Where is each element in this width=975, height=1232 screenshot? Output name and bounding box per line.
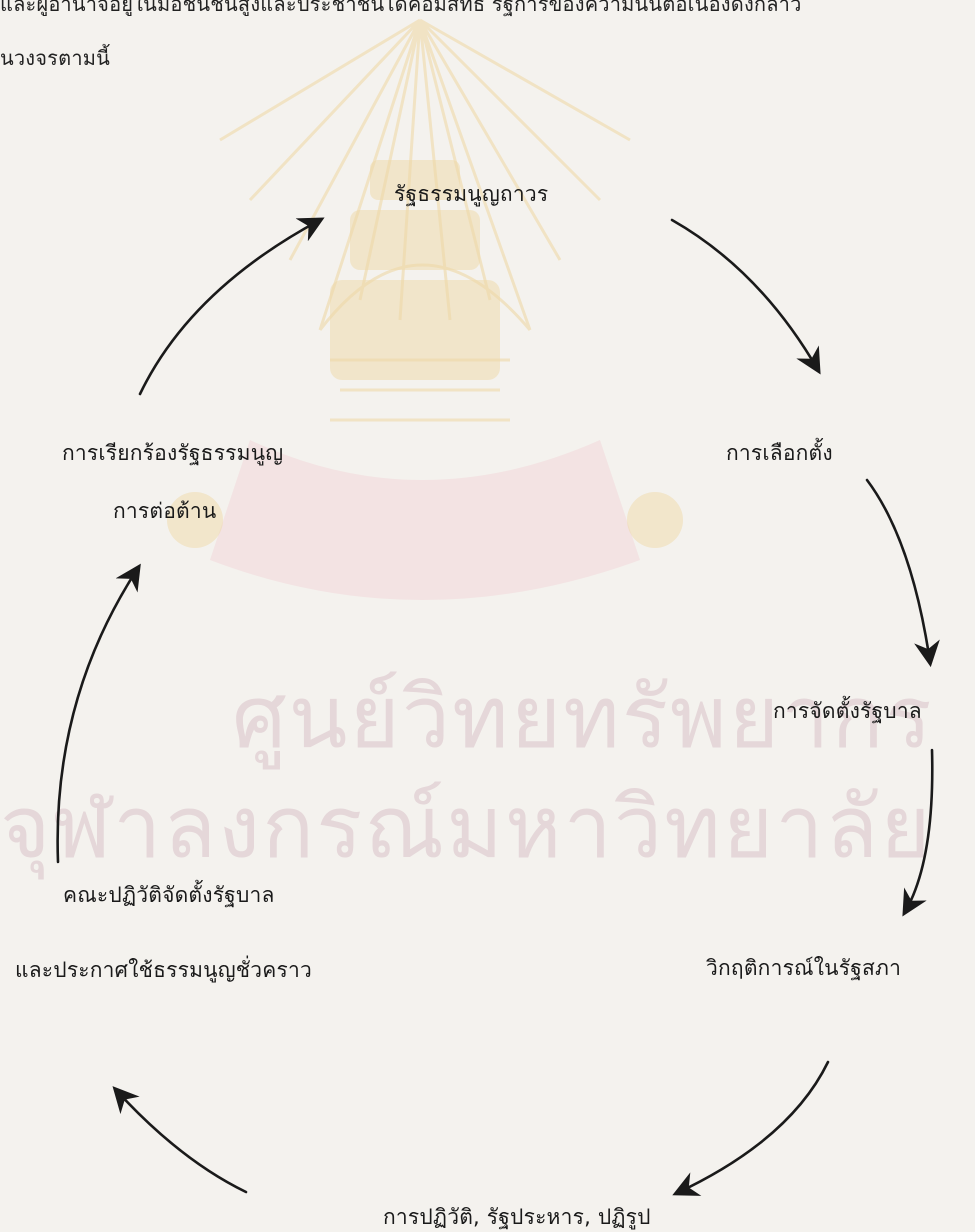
- watermark-line2: จุฬาลงกรณ์มหาวิทยาลัย: [0, 778, 933, 878]
- arrow-crisis-to-revolution: [672, 1060, 830, 1196]
- header-line2: นวงจรตามนี้: [0, 46, 111, 70]
- arrow-demand-to-constitution: [138, 217, 325, 396]
- arrow-council-to-opposition: [56, 563, 141, 864]
- header-line1: และผู้อำนาจอยู่ในมือชนชั้นสูงและประชาชนไ…: [0, 0, 802, 16]
- arrow-election-to-government: [865, 478, 940, 668]
- watermark-line1: ศูนย์วิทยทรัพยากร: [232, 668, 934, 768]
- node-revolutionary-council-line1: คณะปฏิวัติจัดตั้งรัฐบาล: [63, 883, 275, 907]
- node-parliament-crisis: วิกฤติการณ์ในรัฐสภา: [706, 956, 902, 980]
- node-revolutionary-council-line2: และประกาศใช้ธรรมนูญชั่วคราว: [15, 958, 312, 982]
- arrow-constitution-to-election: [670, 218, 821, 375]
- node-election: การเลือกตั้ง: [726, 441, 833, 465]
- node-government-formation: การจัดตั้งรัฐบาล: [773, 699, 922, 723]
- node-permanent-constitution: รัฐธรรมนูญถาวร: [394, 182, 549, 206]
- node-opposition: การต่อต้าน: [113, 499, 217, 523]
- node-revolution: การปฏิวัติ, รัฐประหาร, ปฏิรูป: [383, 1205, 651, 1229]
- node-demand-constitution: การเรียกร้องรัฐธรรมนูญ: [62, 441, 284, 465]
- arrow-revolution-to-council: [112, 1086, 248, 1194]
- arrow-government-to-crisis: [902, 748, 934, 917]
